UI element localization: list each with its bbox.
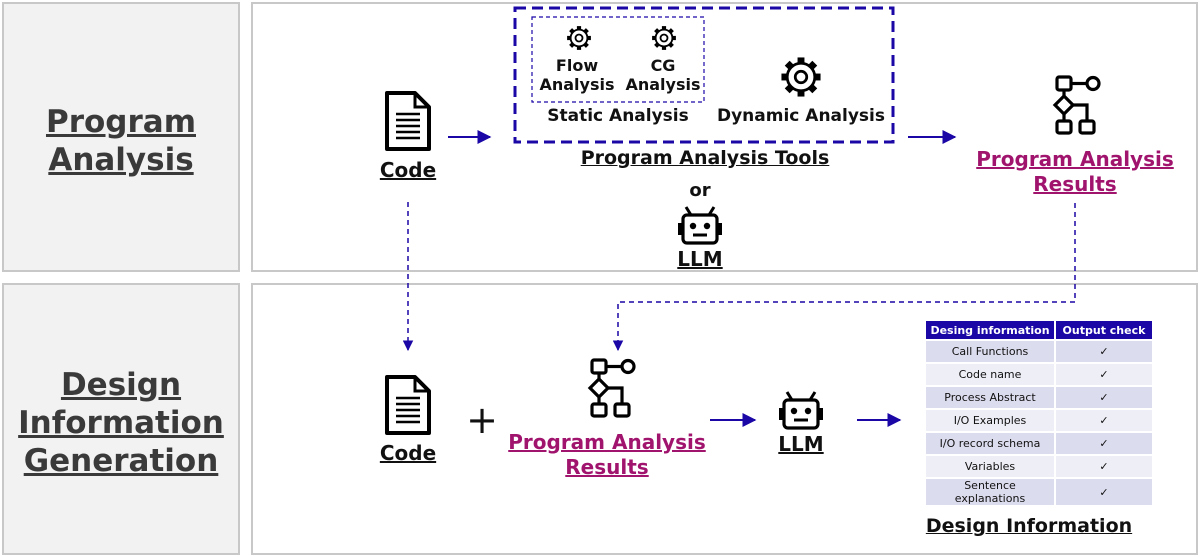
check-mark: ✓	[1056, 364, 1152, 385]
static-analysis-label: Static Analysis	[547, 106, 689, 126]
table-row: Process Abstract✓	[926, 387, 1152, 408]
robot-icon	[779, 391, 823, 430]
gear-icon	[781, 57, 821, 97]
plus-sign: +	[466, 398, 498, 442]
table-cell: Sentence explanations	[926, 479, 1054, 505]
gear-icon	[567, 26, 591, 50]
arrow-results-down	[612, 203, 1076, 352]
table-cell: I/O Examples	[926, 410, 1054, 431]
table-cell: Process Abstract	[926, 387, 1054, 408]
table-cell: Variables	[926, 456, 1054, 477]
table-row: Sentence explanations✓	[926, 479, 1152, 505]
check-mark: ✓	[1056, 433, 1152, 454]
check-mark: ✓	[1056, 387, 1152, 408]
llm-label-top: LLM	[677, 247, 723, 271]
table-cell: Call Functions	[926, 341, 1054, 362]
program-analysis-section: Program Analysis	[2, 2, 240, 272]
code-label-bottom: Code	[379, 441, 437, 465]
table-row: I/O record schema✓	[926, 433, 1152, 454]
table-row: Variables✓	[926, 456, 1152, 477]
code-label-top: Code	[379, 158, 437, 182]
document-icon	[385, 375, 431, 435]
table-header: Output check	[1056, 321, 1152, 339]
table-cell: I/O record schema	[926, 433, 1054, 454]
program-analysis-results-top: Program Analysis Results	[976, 147, 1174, 196]
table-cell: Code name	[926, 364, 1054, 385]
program-analysis-results-bottom: Program Analysis Results	[508, 430, 706, 479]
check-mark: ✓	[1056, 341, 1152, 362]
design-information-title: Design Information	[925, 515, 1133, 537]
gear-icon	[652, 26, 676, 50]
dynamic-analysis-label: Dynamic Analysis	[716, 106, 885, 126]
check-mark: ✓	[1056, 456, 1152, 477]
table-header-row: Desing information Output check	[926, 321, 1152, 339]
design-info-table: Desing information Output check Call Fun…	[924, 319, 1154, 507]
design-generation-section: Design Information Generation	[2, 283, 240, 555]
or-label: or	[689, 180, 711, 201]
flowchart-icon	[587, 358, 636, 418]
flowchart-icon	[1052, 75, 1101, 135]
design-info-table-wrap: Desing information Output check Call Fun…	[924, 319, 1154, 507]
table-row: Code name✓	[926, 364, 1152, 385]
cg-analysis-label: CG Analysis	[625, 56, 701, 94]
design-generation-heading: Design Information Generation	[18, 367, 224, 479]
flow-analysis-label: Flow Analysis	[539, 56, 615, 94]
static-analysis-box	[531, 16, 705, 103]
table-header: Desing information	[926, 321, 1054, 339]
llm-label-bottom: LLM	[778, 432, 824, 456]
check-mark: ✓	[1056, 479, 1152, 505]
program-analysis-heading: Program Analysis	[45, 104, 196, 178]
table-row: Call Functions✓	[926, 341, 1152, 362]
program-analysis-tools-box	[513, 6, 895, 144]
check-mark: ✓	[1056, 410, 1152, 431]
table-row: I/O Examples✓	[926, 410, 1152, 431]
program-analysis-tools-title: Program Analysis Tools	[580, 147, 830, 169]
document-icon	[385, 91, 431, 151]
robot-icon	[678, 206, 722, 245]
